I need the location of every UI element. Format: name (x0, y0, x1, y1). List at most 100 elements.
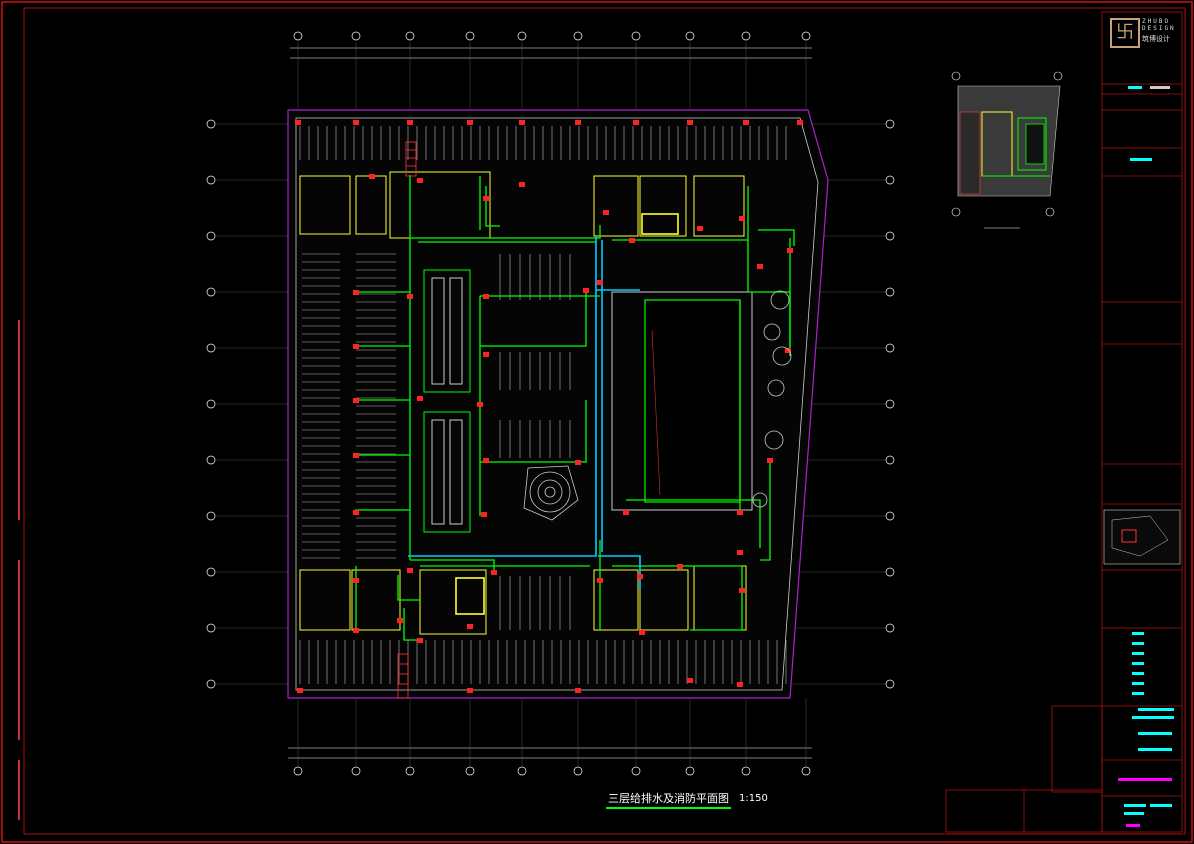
fire-hydrant-marker (597, 578, 603, 583)
grid-bubble (631, 31, 641, 41)
grid-bubble (405, 766, 415, 776)
grid-bubble (351, 766, 361, 776)
fire-hydrant-marker (677, 564, 683, 569)
fire-hydrant-marker (575, 120, 581, 125)
firm-name: ZHUBO DESIGN 筑博设计 (1142, 18, 1176, 43)
fire-hydrant-marker (797, 120, 803, 125)
fire-hydrant-marker (491, 570, 497, 575)
grid-bubble (885, 455, 895, 465)
fire-hydrant-marker (407, 568, 413, 573)
firm-name-en-2: DESIGN (1142, 25, 1176, 32)
fire-hydrant-marker (633, 120, 639, 125)
fire-hydrant-marker (353, 120, 359, 125)
grid-bubbles-bottom (293, 766, 811, 776)
grid-bubble (631, 766, 641, 776)
round-tables (752, 290, 792, 508)
grid-bubble (206, 623, 216, 633)
fire-hydrant-marker (369, 174, 375, 179)
fire-hydrant-marker (417, 638, 423, 643)
grid-bubble (206, 679, 216, 689)
fire-hydrant-marker (519, 182, 525, 187)
grid-bubble (465, 766, 475, 776)
grid-bubble (885, 623, 895, 633)
grid-bubble (517, 31, 527, 41)
side-notes (18, 320, 20, 820)
fire-hydrant-marker (483, 352, 489, 357)
grid-bubble (351, 31, 361, 41)
grid-bubble (293, 31, 303, 41)
grid-bubble (885, 119, 895, 129)
fire-hydrant-marker (353, 510, 359, 515)
fire-hydrant-marker (687, 120, 693, 125)
bottom-dimensions (288, 747, 812, 759)
fire-hydrant-marker (519, 120, 525, 125)
fire-hydrant-marker (737, 682, 743, 687)
grid-bubble (206, 567, 216, 577)
drain-pipes (408, 236, 641, 590)
spiral-ramp (523, 465, 579, 521)
top-dimensions (290, 47, 812, 59)
fire-hydrant-marker (353, 290, 359, 295)
grid-bubble (517, 766, 527, 776)
fire-hydrant-marker (407, 294, 413, 299)
fire-hydrant-marker (417, 178, 423, 183)
firm-seal-icon: 卐 (1110, 18, 1140, 48)
fire-hydrant-marker (637, 574, 643, 579)
fire-hydrant-marker (483, 458, 489, 463)
grid-bubble (741, 31, 751, 41)
grid-bubble (801, 766, 811, 776)
fire-hydrant-marker (639, 630, 645, 635)
parking-rows (299, 126, 787, 684)
firm-name-cn: 筑博设计 (1142, 35, 1170, 43)
fire-hydrant-marker (297, 688, 303, 693)
grid-bubble (293, 766, 303, 776)
grid-bubble (206, 511, 216, 521)
riser-ladder (397, 141, 417, 699)
detail-inset (951, 71, 1063, 229)
fire-hydrant-marker (483, 294, 489, 299)
grid-bubble (885, 287, 895, 297)
drawing-scale: 1:150 (739, 792, 768, 804)
grid-bubble (206, 455, 216, 465)
grid-bubble (885, 175, 895, 185)
fire-hydrant-marker (787, 248, 793, 253)
title-block-column (945, 11, 1183, 833)
fire-hydrant-marker (481, 512, 487, 517)
grid-bubble (206, 287, 216, 297)
building-outline (287, 109, 829, 699)
grid-bubble (465, 31, 475, 41)
water-supply-pipes (355, 175, 795, 641)
grid-bubble (206, 399, 216, 409)
grid-bubble (206, 119, 216, 129)
fire-hydrant-marker (353, 453, 359, 458)
fire-hydrant-marker (603, 210, 609, 215)
firm-logo-stamp: 卐 ZHUBO DESIGN 筑博设计 (1106, 14, 1180, 80)
fire-hydrant-marker (597, 280, 603, 285)
grid-bubble (741, 766, 751, 776)
grid-bubbles-left (206, 119, 216, 689)
fire-hydrant-marker (743, 120, 749, 125)
fire-hydrant-marker (697, 226, 703, 231)
grid-bubble (885, 679, 895, 689)
fire-hydrant-marker (407, 120, 413, 125)
fire-hydrant-marker (467, 688, 473, 693)
inner-border (23, 7, 1186, 835)
fire-hydrant-marker (353, 398, 359, 403)
drawing-title-block: 三层给排水及消防平面图 1:150 (606, 790, 768, 809)
grid-bubble (206, 231, 216, 241)
fire-hydrant-marker (477, 402, 483, 407)
grid-bubble (801, 31, 811, 41)
grid-bubble (885, 343, 895, 353)
escalators (423, 269, 471, 533)
fire-hydrant-marker (353, 628, 359, 633)
grid-bubbles-top (293, 31, 811, 41)
fire-hydrant-marker (687, 678, 693, 683)
fire-hydrant-marker (757, 264, 763, 269)
fire-hydrant-marker (737, 510, 743, 515)
fire-hydrant-marker (295, 120, 301, 125)
grid-bubble (885, 567, 895, 577)
fire-hydrant-marker (739, 216, 745, 221)
fire-hydrant-marker (397, 618, 403, 623)
